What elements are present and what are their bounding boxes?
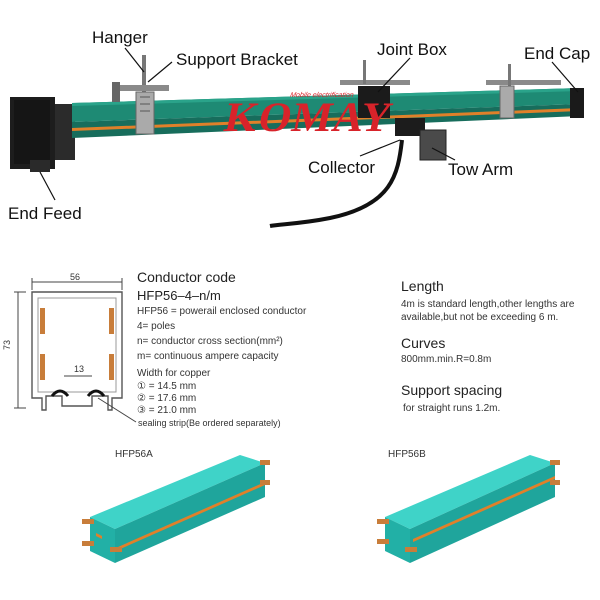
length-text-2: available,but not be exceeding 6 m. (401, 312, 559, 323)
leader-lines (39, 47, 579, 201)
width-for-copper-title: Width for copper (137, 368, 211, 379)
support-bracket-label: Support Bracket (176, 50, 298, 69)
joint-box-part (340, 60, 410, 118)
hanger-left (112, 55, 169, 135)
code-line-3: n= conductor cross section(mm²) (137, 336, 283, 347)
height-dimension: 73 (2, 339, 13, 351)
length-text-1: 4m is standard length,other lengths are (401, 299, 575, 310)
end-feed-box (10, 97, 75, 172)
cross-section-drawing (14, 278, 137, 423)
product-hfp56a-image (82, 455, 270, 563)
end-cap-part (570, 88, 584, 118)
sealing-strip-note: sealing strip(Be ordered separately) (138, 418, 281, 428)
collector-label: Collector (308, 158, 376, 177)
logo-text: KOMAY (220, 95, 397, 141)
conductor-code-value: HFP56–4–n/m (137, 288, 221, 303)
tow-arm-label: Tow Arm (448, 160, 514, 179)
conductor-code-title: Conductor code (137, 269, 236, 285)
collector-part (269, 118, 447, 228)
hanger-right (486, 64, 561, 119)
product-label-b: HFP56B (388, 449, 426, 460)
gap-dimension: 13 (74, 364, 85, 374)
code-line-2: 4= poles (137, 321, 176, 332)
code-line-1: HFP56 = powerail enclosed conductor (137, 306, 307, 317)
joint-box-label: Joint Box (377, 40, 447, 59)
rail-assembly-illustration (10, 47, 584, 228)
copper-width-1: ① = 14.5 mm (137, 381, 197, 392)
product-label-a: HFP56A (115, 449, 153, 460)
width-dimension: 56 (70, 272, 81, 282)
length-title: Length (401, 278, 444, 294)
curves-text: 800mm.min.R=0.8m (401, 354, 492, 365)
copper-width-3: ③ = 21.0 mm (137, 405, 197, 416)
support-spacing-text: for straight runs 1.2m. (403, 403, 501, 414)
conductor-strip (40, 308, 45, 334)
conductor-strip (109, 354, 114, 380)
product-hfp56b-image (377, 455, 560, 563)
komay-logo: Mobile electrification KOMAY (220, 92, 397, 141)
conductor-strip (109, 308, 114, 334)
code-line-4: m= continuous ampere capacity (137, 351, 279, 362)
conductor-strip (40, 354, 45, 380)
end-feed-label: End Feed (8, 204, 82, 223)
end-cap-label: End Cap (524, 44, 591, 63)
rail-body (72, 88, 580, 138)
support-spacing-title: Support spacing (401, 382, 503, 398)
hanger-label: Hanger (92, 28, 148, 47)
copper-width-2: ② = 17.6 mm (137, 393, 197, 404)
curves-title: Curves (401, 335, 446, 351)
